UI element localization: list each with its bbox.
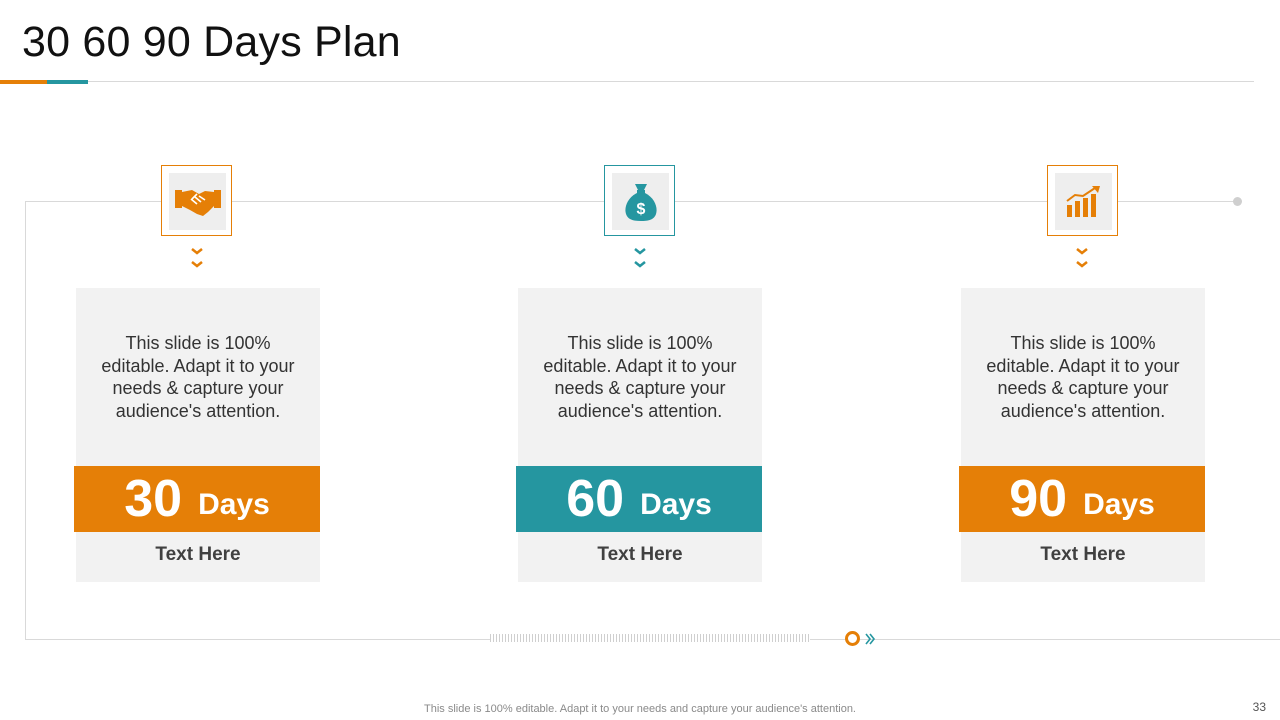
phase-2-card: This slide is 100% editable. Adapt it to… [516, 288, 762, 582]
double-chevron-right-icon [865, 633, 876, 645]
phase-3-chevron-down-icon [1076, 248, 1088, 268]
handshake-icon [169, 173, 226, 230]
progress-ring-icon [845, 631, 860, 646]
slide-title: 30 60 90 Days Plan [22, 18, 401, 66]
decorative-progress-track [490, 634, 810, 642]
phase-1-unit: Days [198, 488, 270, 521]
phase-3-card: This slide is 100% editable. Adapt it to… [959, 288, 1205, 582]
phase-3-number: 90 [1009, 470, 1068, 528]
timeline-end-dot [1233, 197, 1242, 206]
phase-1-card: This slide is 100% editable. Adapt it to… [74, 288, 320, 582]
footer-note: This slide is 100% editable. Adapt it to… [424, 703, 856, 715]
phase-1-number: 30 [124, 470, 183, 528]
phase-2-icon-frame: $ [604, 165, 675, 236]
phase-1-band: 30 Days [74, 466, 320, 532]
phase-3-icon-frame [1047, 165, 1118, 236]
phase-2-description: This slide is 100% editable. Adapt it to… [543, 333, 737, 421]
phase-1-chevron-down-icon [191, 248, 203, 268]
phase-3-description: This slide is 100% editable. Adapt it to… [986, 333, 1180, 421]
phase-1-label: Text Here [155, 544, 241, 565]
page-number: 33 [1252, 700, 1266, 714]
phase-1-description: This slide is 100% editable. Adapt it to… [101, 333, 295, 421]
phase-3-band: 90 Days [959, 466, 1205, 532]
phase-2-unit: Days [640, 488, 712, 521]
timeline-frame-left [25, 201, 26, 639]
title-divider [0, 81, 1254, 82]
phase-1-icon-frame [161, 165, 232, 236]
phase-2-number: 60 [566, 470, 625, 528]
phase-2-label: Text Here [597, 544, 683, 565]
title-accent-orange [0, 80, 47, 84]
phase-3-unit: Days [1083, 488, 1155, 521]
money-bag-icon: $ [612, 173, 669, 230]
phase-3-label: Text Here [1040, 544, 1126, 565]
bar-chart-growth-icon [1055, 173, 1112, 230]
phase-2-chevron-down-icon [634, 248, 646, 268]
svg-text:$: $ [636, 201, 645, 218]
phase-2-band: 60 Days [516, 466, 762, 532]
title-accent-teal [47, 80, 88, 84]
